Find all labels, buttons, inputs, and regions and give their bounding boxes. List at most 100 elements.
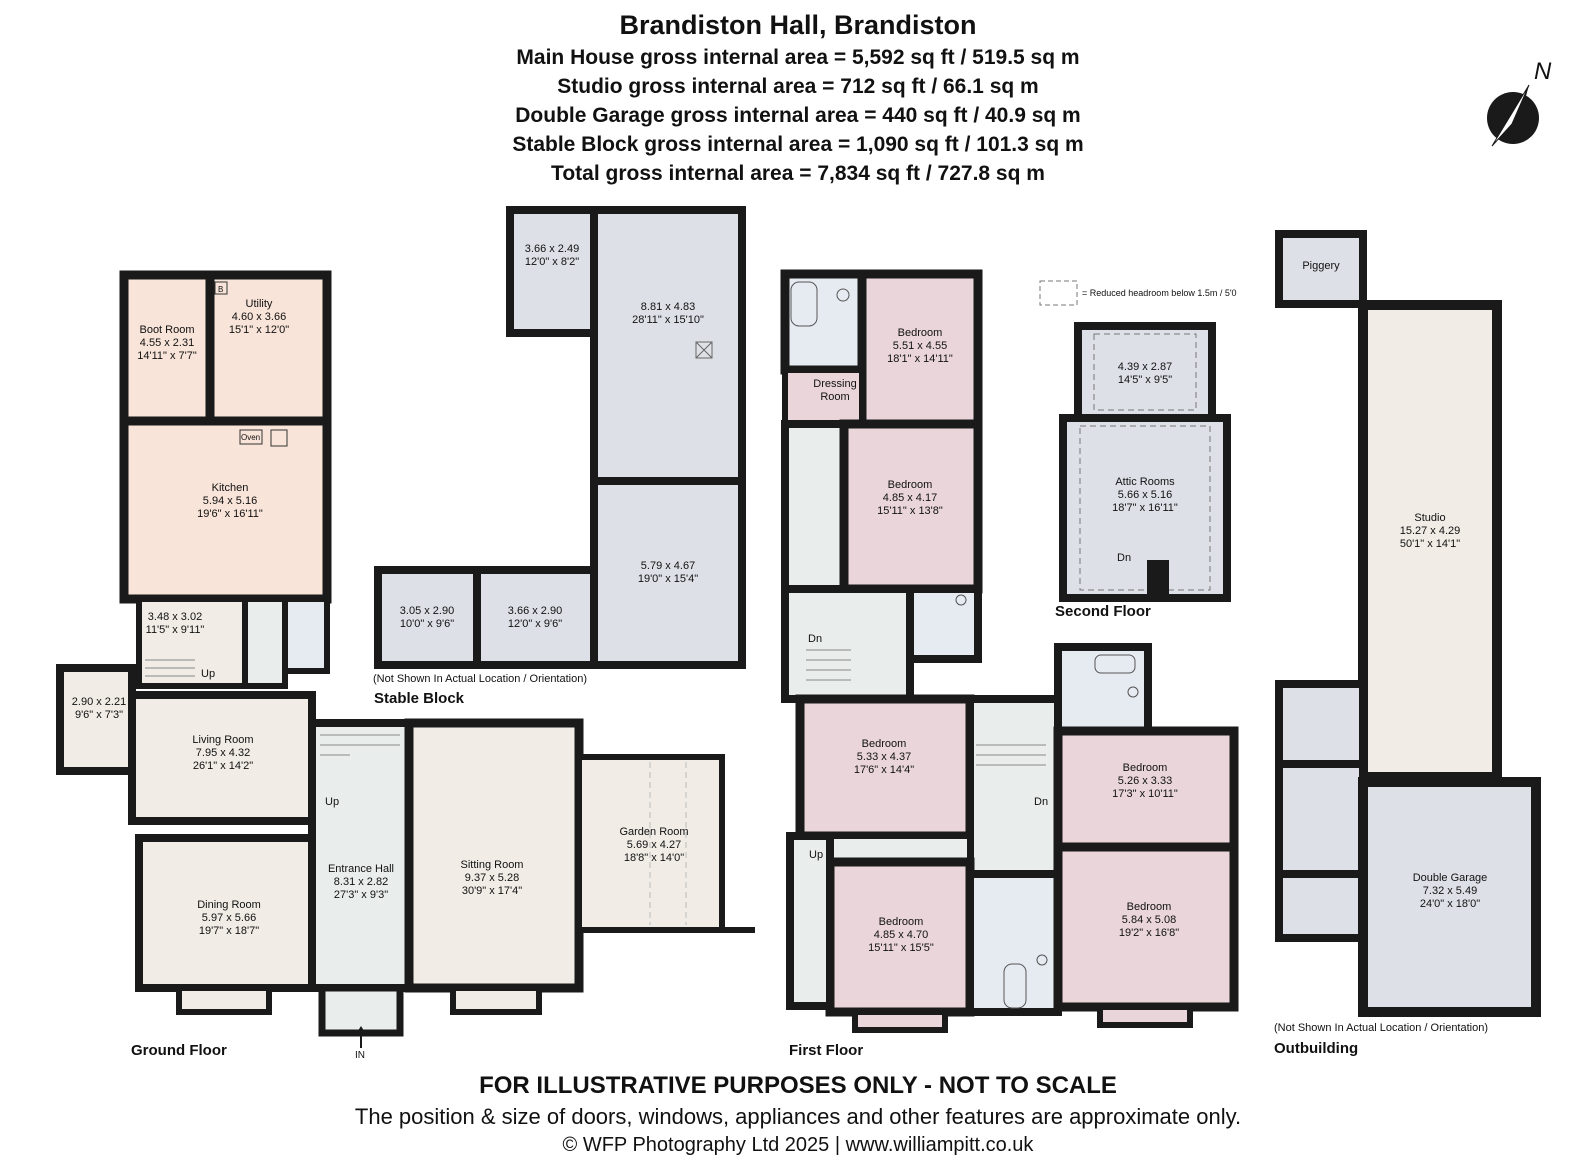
ff-bay-bed6 [1097,1004,1193,1028]
gf-bay-sitting [450,985,542,1015]
room-double-garage [1358,777,1541,1017]
outbuilding-plan [1275,230,1541,1017]
ff-up-marker: Up [809,849,823,861]
oven-icon [239,429,263,445]
headroom-legend-text: = Reduced headroom below 1.5m / 5'0 [1082,288,1237,298]
room-ff-bath-2 [1054,643,1152,735]
headroom-legend-swatch [1039,280,1078,306]
room-entrance-hall [308,719,413,992]
room-stable-e [473,566,598,669]
studio-area: Studio gross internal area = 712 sq ft /… [557,75,1039,98]
room-outbuilding-side-3 [1275,870,1367,942]
room-living [128,691,316,825]
approximation-note: The position & size of doors, windows, a… [354,1104,1242,1129]
copyright-line: © WFP Photography Ltd 2025 | www.william… [562,1134,1034,1156]
room-gf-corridor [242,596,288,689]
gf-up-marker: Up [201,668,215,680]
stable-location-note: (Not Shown In Actual Location / Orientat… [373,673,588,685]
room-piggery [1275,230,1367,308]
label-stable-block: Stable Block [374,690,465,707]
disclaimer: FOR ILLUSTRATIVE PURPOSES ONLY - NOT TO … [479,1072,1117,1099]
room-stable-b [590,206,746,485]
room-stable-a [506,206,598,337]
label-first-floor: First Floor [789,1042,864,1059]
plan-title: Brandiston Hall, Brandiston [619,10,977,40]
room-studio [1358,300,1502,782]
ground-floor-plan: Oven B [56,270,755,1048]
entrance-up-marker: Up [325,796,339,808]
room-ff-shower [906,585,982,663]
room-dressing [782,367,865,427]
oven-label: Oven [241,433,260,442]
hob-icon [270,429,288,447]
label-outbuilding: Outbuilding [1274,1040,1359,1057]
room-ff-corridor [781,585,914,703]
label-second-floor: Second Floor [1055,603,1151,620]
room-ff-bath-3 [966,870,1062,1016]
skylight-icon [695,341,713,359]
ff-bay-bed5 [852,1009,948,1033]
sf-dn-marker: Dn [1117,552,1131,564]
label-ground-floor: Ground Floor [131,1042,227,1059]
toilet-icon [836,288,1139,966]
total-area: Total gross internal area = 7,834 sq ft … [551,162,1045,185]
room-bedroom-1 [857,269,983,429]
second-floor-plan [1059,322,1231,602]
ff-dn-marker-1: Dn [808,633,822,645]
north-label: N [1534,58,1552,85]
room-label-piggery: Piggery [1302,260,1340,272]
attic-dashed-top [1093,333,1197,411]
attic-stair-well [1147,560,1169,598]
room-utility [205,270,332,426]
in-marker: IN [355,1050,365,1061]
room-sitting [404,718,584,993]
room-ff-centre [966,695,1062,878]
gf-bay-dining [176,985,272,1015]
room-ff-stair-up [786,832,834,1010]
room-stable-d [374,566,481,669]
room-gf-wc [282,596,330,674]
boiler-icon [214,281,228,295]
room-ff-landing [781,420,848,593]
room-outbuilding-side-2 [1275,760,1367,878]
room-outbuilding-side-1 [1275,680,1367,768]
room-bedroom-6 [1053,842,1239,1012]
ff-stairs-icon [806,649,1046,766]
bathtub-icon [790,281,1136,1009]
stable-block-area: Stable Block gross internal area = 1,090… [512,133,1084,156]
stable-block-plan [374,206,746,669]
room-attic [1059,414,1231,602]
outbuilding-location-note: (Not Shown In Actual Location / Orientat… [1274,1022,1489,1034]
boiler-label: B [218,285,223,294]
room-dining [135,834,316,992]
gf-stairs-icon [145,659,400,756]
main-house-area: Main House gross internal area = 5,592 s… [516,46,1080,69]
entrance-in-arrow-icon [356,1026,366,1048]
compass-icon: N [1487,58,1552,147]
